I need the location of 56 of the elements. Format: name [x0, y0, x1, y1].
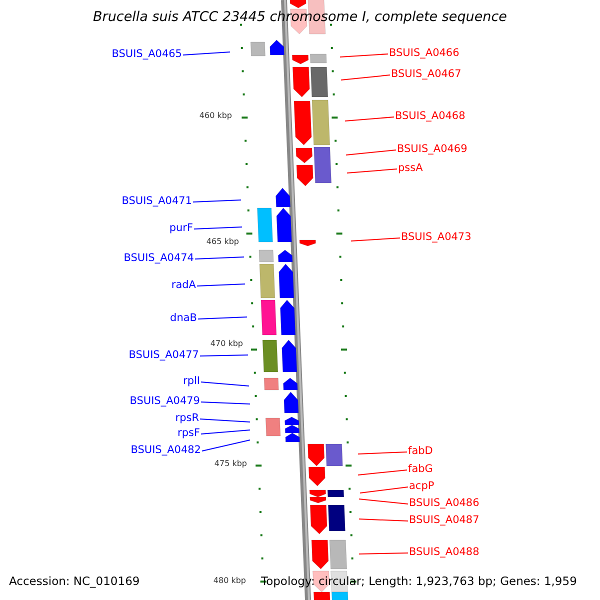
leader-line	[196, 284, 246, 286]
gene-label: BSUIS_A0482	[130, 444, 201, 456]
leader-line	[358, 552, 408, 554]
scale-label: 475 kbp	[214, 459, 247, 469]
scale-label: 465 kbp	[206, 237, 239, 247]
scale-label: 480 kbp	[213, 576, 246, 586]
gene-label: purF	[169, 222, 193, 234]
gene-label: BSUIS_A0486	[409, 497, 480, 509]
title: Brucella suis ATCC 23445 chromosome I, complete sequence	[92, 9, 508, 26]
gene-label: rpsR	[175, 412, 199, 424]
leader-line	[200, 430, 250, 434]
leader-line	[200, 382, 250, 386]
gene-label: BSUIS_A0469	[397, 143, 468, 155]
gene-label: BSUIS_A0465	[112, 48, 182, 60]
leader-line	[200, 418, 250, 422]
gene-label: acpP	[409, 480, 434, 492]
leader-line	[194, 256, 244, 260]
leader-line	[346, 150, 396, 156]
gene-label: fabD	[408, 445, 433, 457]
leader-line	[358, 518, 408, 522]
gene-label: BSUIS_A0488	[409, 546, 480, 558]
gene-label: rpsF	[178, 427, 200, 439]
leader-line	[192, 200, 242, 202]
gene-label: BSUIS_A0468	[395, 110, 466, 122]
gene-label: BSUIS_A0466	[389, 47, 460, 59]
leader-line	[200, 354, 248, 356]
gene-label: BSUIS_A0479	[130, 395, 200, 407]
gene-label: pssA	[398, 162, 423, 174]
leader-line	[194, 226, 242, 230]
gene-label: radA	[171, 279, 196, 291]
gene-label: rplI	[183, 375, 200, 387]
scale-label: 460 kbp	[199, 111, 232, 121]
leader-line	[200, 402, 250, 404]
gene-label: dnaB	[170, 312, 197, 324]
leader-line	[344, 116, 394, 122]
gene-label: BSUIS_A0474	[124, 252, 194, 264]
leader-line	[358, 452, 408, 454]
leader-line	[340, 74, 390, 80]
info-text: Topology: circular; Length: 1,923,763 bp; Genes: 1,959	[261, 574, 577, 589]
gene-label: fabG	[408, 463, 433, 475]
leader-line	[358, 498, 408, 504]
leader-line	[182, 52, 230, 56]
leader-line	[202, 440, 250, 452]
leader-line	[340, 54, 388, 58]
info-text: Accession: NC_010169	[9, 574, 140, 589]
gene-label: BSUIS_A0473	[401, 231, 472, 243]
gene-label: BSUIS_A0477	[128, 349, 199, 361]
leader-line	[360, 486, 408, 494]
scale-label: 470 kbp	[210, 339, 243, 349]
gene-label: BSUIS_A0467	[391, 68, 462, 80]
leader-line	[198, 316, 248, 320]
leader-line	[358, 470, 408, 476]
leader-line	[350, 238, 400, 242]
leader-line	[346, 168, 398, 174]
gene-label: BSUIS_A0487	[409, 514, 480, 526]
gene-label: BSUIS_A0471	[122, 195, 192, 207]
